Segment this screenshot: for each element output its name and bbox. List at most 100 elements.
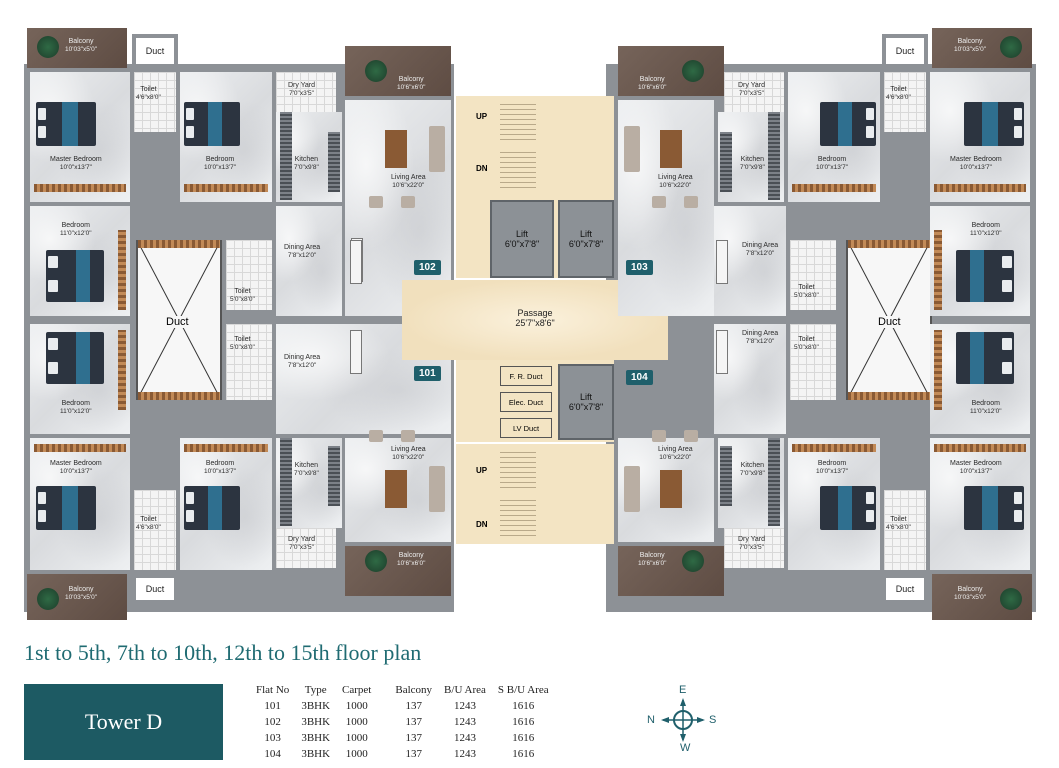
duct-shaft: Duct — [882, 574, 928, 604]
cell: 102 — [264, 716, 281, 728]
bed-icon — [184, 102, 240, 146]
wardrobe — [934, 330, 942, 410]
stair-up-label: UP — [476, 112, 488, 121]
plant-icon — [37, 588, 59, 610]
col-header: Flat No — [256, 684, 290, 696]
tower-label: Tower D — [24, 684, 223, 760]
duct-shaft: Duct — [132, 574, 178, 604]
wardrobe — [34, 444, 126, 452]
bed-icon — [964, 102, 1024, 146]
wardrobe — [184, 184, 268, 192]
plant-icon — [37, 36, 59, 58]
sofa-icon — [624, 466, 640, 512]
cell: 1000 — [345, 748, 368, 760]
elec-duct: Elec. Duct — [500, 392, 552, 412]
compass-n: N — [647, 714, 655, 726]
plant-icon — [365, 550, 387, 572]
plant-icon — [682, 550, 704, 572]
flat-tag-104: 104 — [626, 370, 653, 385]
stair-down-label: DN — [476, 520, 488, 529]
wardrobe — [848, 392, 930, 400]
compass-w: W — [680, 742, 691, 754]
plant-icon — [682, 60, 704, 82]
armchair-icon — [684, 196, 698, 208]
wardrobe — [934, 230, 942, 310]
cell: 1616 — [512, 716, 535, 728]
col-header: Carpet — [342, 684, 372, 696]
col-header: Type — [304, 684, 327, 696]
plant-icon — [365, 60, 387, 82]
wardrobe — [184, 444, 268, 452]
dining-table — [350, 330, 362, 374]
kitchen-counter — [328, 446, 340, 506]
bed-icon — [36, 102, 96, 146]
stair-up-label: UP — [476, 466, 488, 475]
kitchen-counter — [280, 438, 292, 526]
cell: 1000 — [345, 732, 368, 744]
armchair-icon — [401, 196, 415, 208]
cell: 1243 — [453, 732, 476, 744]
duct-shaft: Duct — [132, 34, 178, 68]
sofa-icon — [429, 466, 445, 512]
cell: 137 — [405, 748, 422, 760]
cell: 137 — [405, 700, 422, 712]
cell: 137 — [405, 716, 422, 728]
kitchen-counter — [768, 112, 780, 200]
bed-icon — [36, 486, 96, 530]
dining-table — [716, 330, 728, 374]
duct-label: Duct — [878, 316, 901, 328]
bed-icon — [46, 332, 104, 384]
cell: 1616 — [512, 732, 535, 744]
bed-icon — [964, 486, 1024, 530]
compass-rose-icon — [661, 698, 705, 742]
wardrobe — [934, 444, 1026, 452]
fr-duct: F. R. Duct — [500, 366, 552, 386]
kitchen-counter — [720, 446, 732, 506]
flat-tag-101: 101 — [414, 366, 441, 381]
wardrobe — [34, 184, 126, 192]
central-duct-right: Duct — [846, 240, 932, 400]
dining-table — [350, 240, 362, 284]
cell: 103 — [264, 732, 281, 744]
dining-102-left — [276, 206, 342, 316]
